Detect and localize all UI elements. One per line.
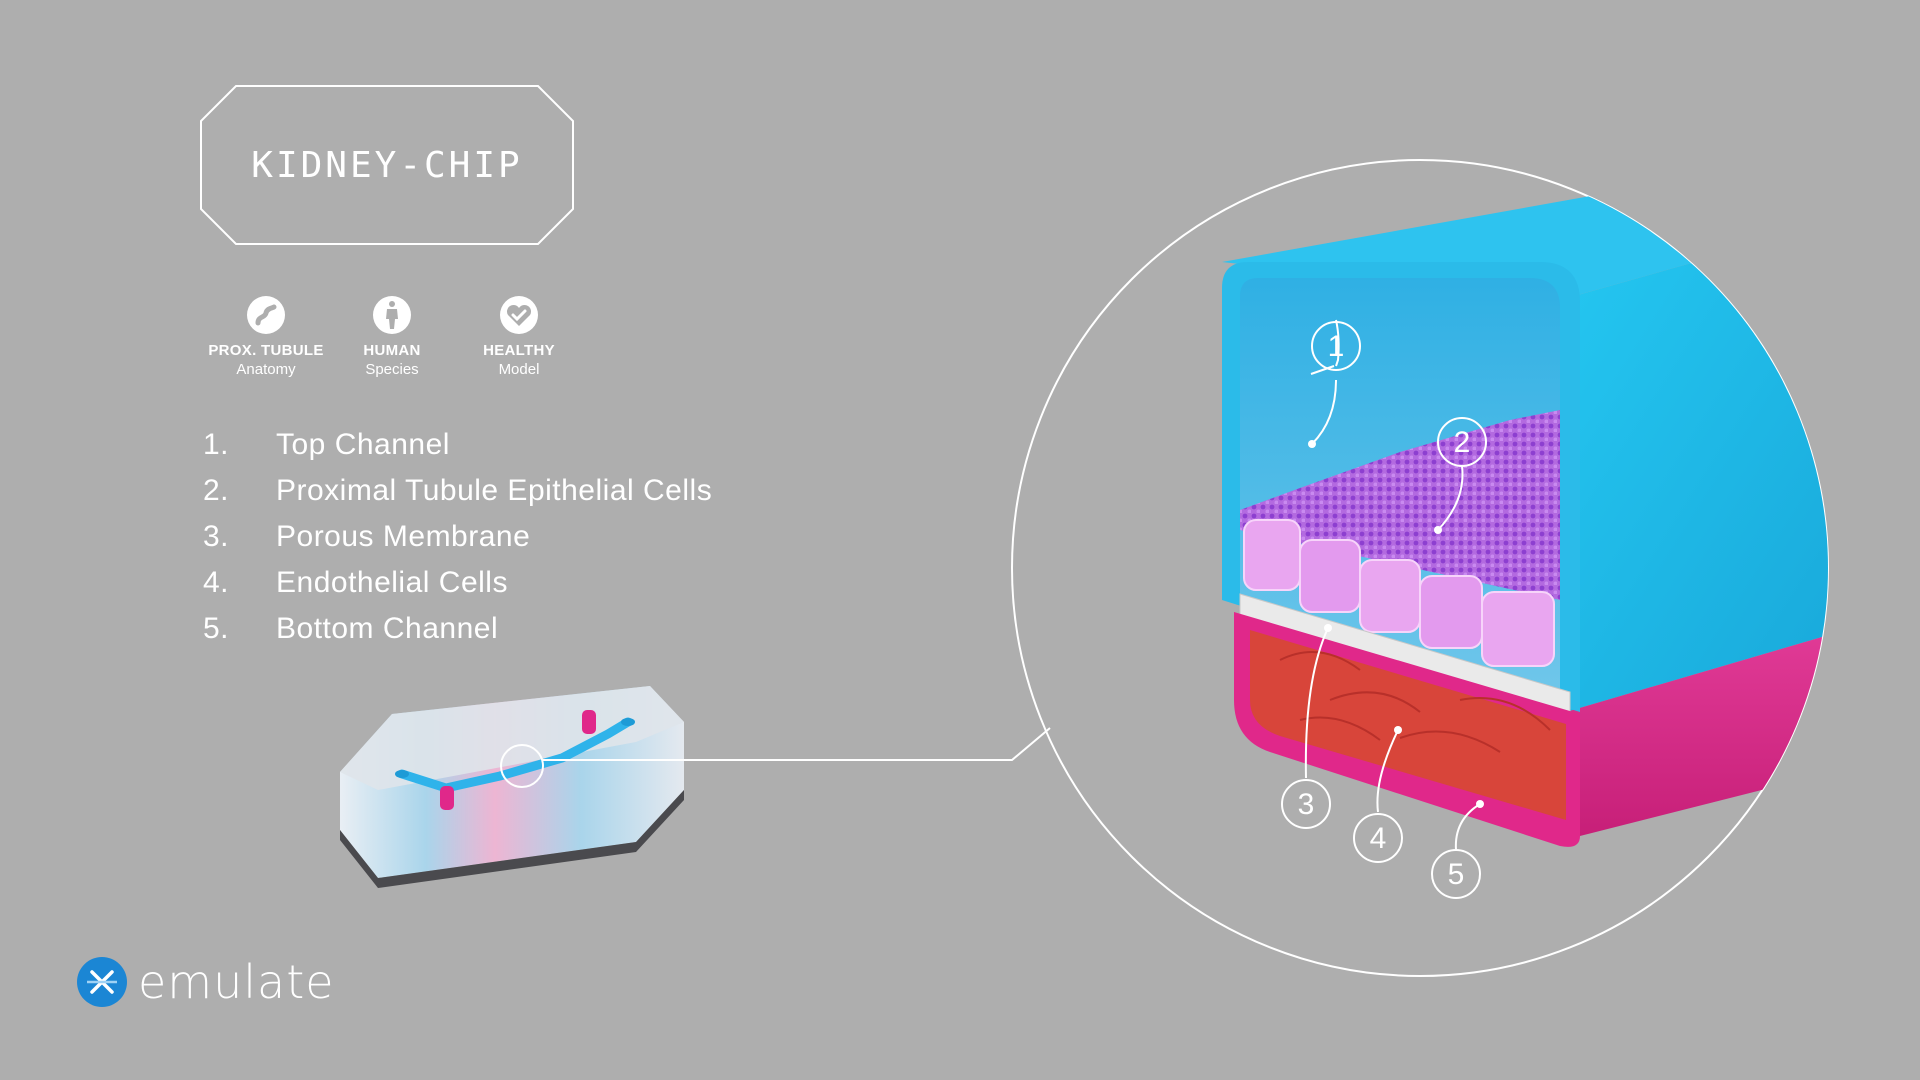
list-item: 3. Porous Membrane	[203, 514, 712, 560]
callout-label: 2	[1454, 426, 1471, 459]
badge-sub: Species	[365, 361, 419, 378]
human-icon	[373, 296, 411, 334]
title-box: KIDNEY-CHIP	[200, 85, 574, 245]
tubule-icon	[247, 296, 285, 334]
list-label: Proximal Tubule Epithelial Cells	[276, 474, 713, 507]
callout-label: 5	[1448, 858, 1465, 891]
badge-sub: Model	[498, 361, 540, 378]
callout-5: 5	[1431, 849, 1481, 899]
badge-sub: Anatomy	[236, 361, 296, 378]
epithelial-cells	[1243, 519, 1555, 667]
callout-markers: 1 2 3 4 5	[1281, 319, 1487, 899]
emulate-logo-icon	[77, 957, 127, 1007]
list-item: 5. Bottom Channel	[203, 606, 712, 652]
logo-text: emulate	[138, 955, 335, 1009]
title-frame	[200, 85, 574, 245]
list-item: 1. Top Channel	[203, 422, 712, 468]
list-item: 4. Endothelial Cells	[203, 560, 712, 606]
callout-3: 3	[1281, 779, 1331, 829]
callout-1: 1	[1311, 321, 1361, 371]
list-item: 2. Proximal Tubule Epithelial Cells	[203, 468, 712, 514]
connector-line	[543, 727, 1051, 761]
badge-species: HUMAN Species	[322, 296, 462, 378]
callout-2: 2	[1437, 417, 1487, 467]
legend-list: 1. Top Channel 2. Proximal Tubule Epithe…	[203, 422, 712, 652]
cross-section	[1222, 180, 1828, 847]
list-number: 2.	[203, 474, 230, 507]
heart-check-icon	[500, 296, 538, 334]
callout-label: 3	[1298, 788, 1315, 821]
list-label: Top Channel	[276, 428, 450, 461]
callout-4: 4	[1353, 813, 1403, 863]
list-label: Bottom Channel	[276, 612, 499, 645]
list-label: Endothelial Cells	[276, 566, 508, 599]
page-title: KIDNEY-CHIP	[251, 144, 523, 186]
badge-row: PROX. TUBULE Anatomy HUMAN Species HEALT…	[196, 296, 576, 386]
badge-label: HUMAN	[363, 342, 421, 359]
badge-label: PROX. TUBULE	[208, 342, 324, 359]
list-number: 5.	[203, 612, 230, 645]
badge-label: HEALTHY	[483, 342, 555, 359]
badge-model: HEALTHY Model	[449, 296, 589, 378]
emulate-logo: emulate	[76, 955, 335, 1009]
list-number: 1.	[203, 428, 230, 461]
badge-anatomy: PROX. TUBULE Anatomy	[196, 296, 336, 378]
list-number: 3.	[203, 520, 230, 553]
list-label: Porous Membrane	[276, 520, 531, 553]
callout-label: 1	[1328, 330, 1345, 363]
chip-device	[340, 686, 684, 888]
list-number: 4.	[203, 566, 230, 599]
callout-label: 4	[1370, 822, 1387, 855]
